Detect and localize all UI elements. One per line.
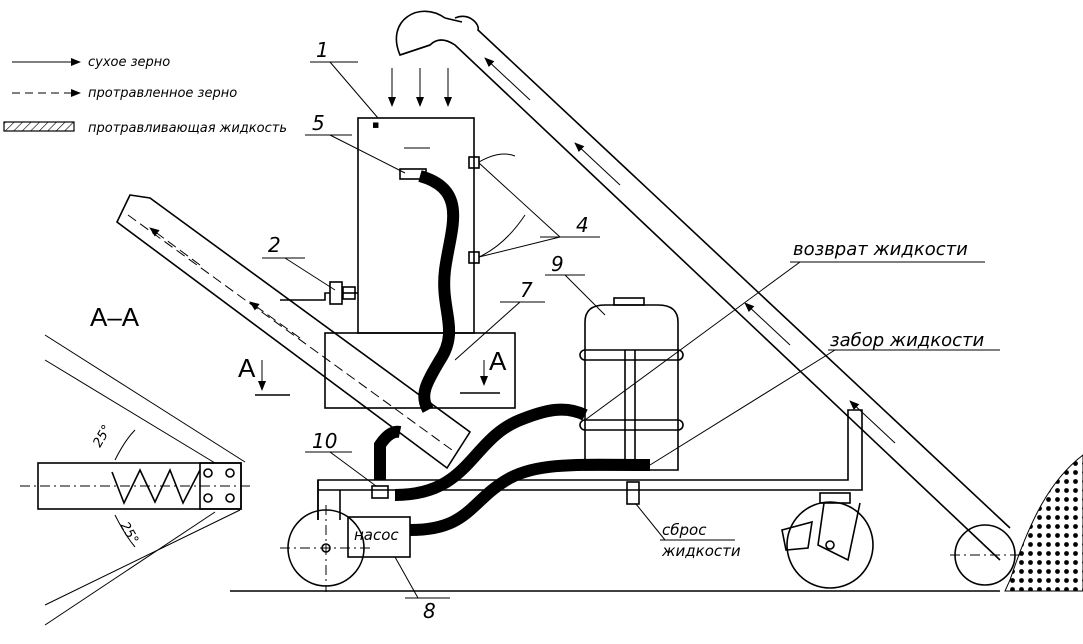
callout-2: 2 (268, 233, 281, 257)
hopper: ▪ (324, 68, 516, 409)
angle-top: 25° (90, 423, 115, 450)
discharge-auger (115, 194, 472, 470)
loading-conveyor (395, 10, 1020, 586)
marker-right: А (489, 346, 507, 376)
label-drain-1: сброс (662, 521, 707, 539)
legend-treating-liquid: протравливающая жидкость (88, 121, 287, 136)
callout-1: 1 (316, 38, 329, 62)
label-intake-liquid: забор жидкости (830, 330, 984, 351)
callout-8: 8 (423, 599, 436, 623)
level-sensors (468, 153, 526, 264)
legend-treated-grain: протравленное зерно (88, 86, 237, 101)
section-markers: А А (238, 346, 507, 396)
svg-text:▪: ▪ (372, 118, 379, 131)
caster-wheel (781, 492, 874, 589)
legend-dry-grain: сухое зерно (88, 55, 170, 70)
callouts: 1 5 2 4 7 9 10 8 (262, 38, 606, 623)
callout-4: 4 (576, 213, 589, 237)
label-return-liquid: возврат жидкости (793, 239, 968, 260)
grain-pile (1004, 454, 1083, 592)
nozzle-hose (418, 171, 458, 413)
label-drain-2: жидкости (661, 542, 741, 560)
section-view: А–А 25° 25° (20, 302, 250, 626)
legend: сухое зерно протравленное зерно протравл… (3, 55, 287, 136)
callout-5: 5 (312, 111, 325, 135)
chassis-frame (317, 409, 863, 520)
flow-labels: возврат жидкости забор жидкости сброс жи… (584, 239, 1000, 560)
callout-9: 9 (551, 252, 564, 276)
callout-10: 10 (312, 429, 337, 453)
callout-7: 7 (520, 278, 533, 302)
liquid-hose-symbol (3, 121, 75, 132)
liquid-hoses (374, 403, 651, 536)
liquid-tank (579, 297, 684, 505)
angle-bottom: 25° (117, 520, 142, 547)
dosing-valve (280, 281, 358, 305)
section-title: А–А (90, 302, 140, 332)
pump-label: насос (354, 526, 399, 544)
left-wheel (280, 505, 372, 592)
pump: насос (347, 485, 411, 558)
marker-left: А (238, 353, 256, 383)
